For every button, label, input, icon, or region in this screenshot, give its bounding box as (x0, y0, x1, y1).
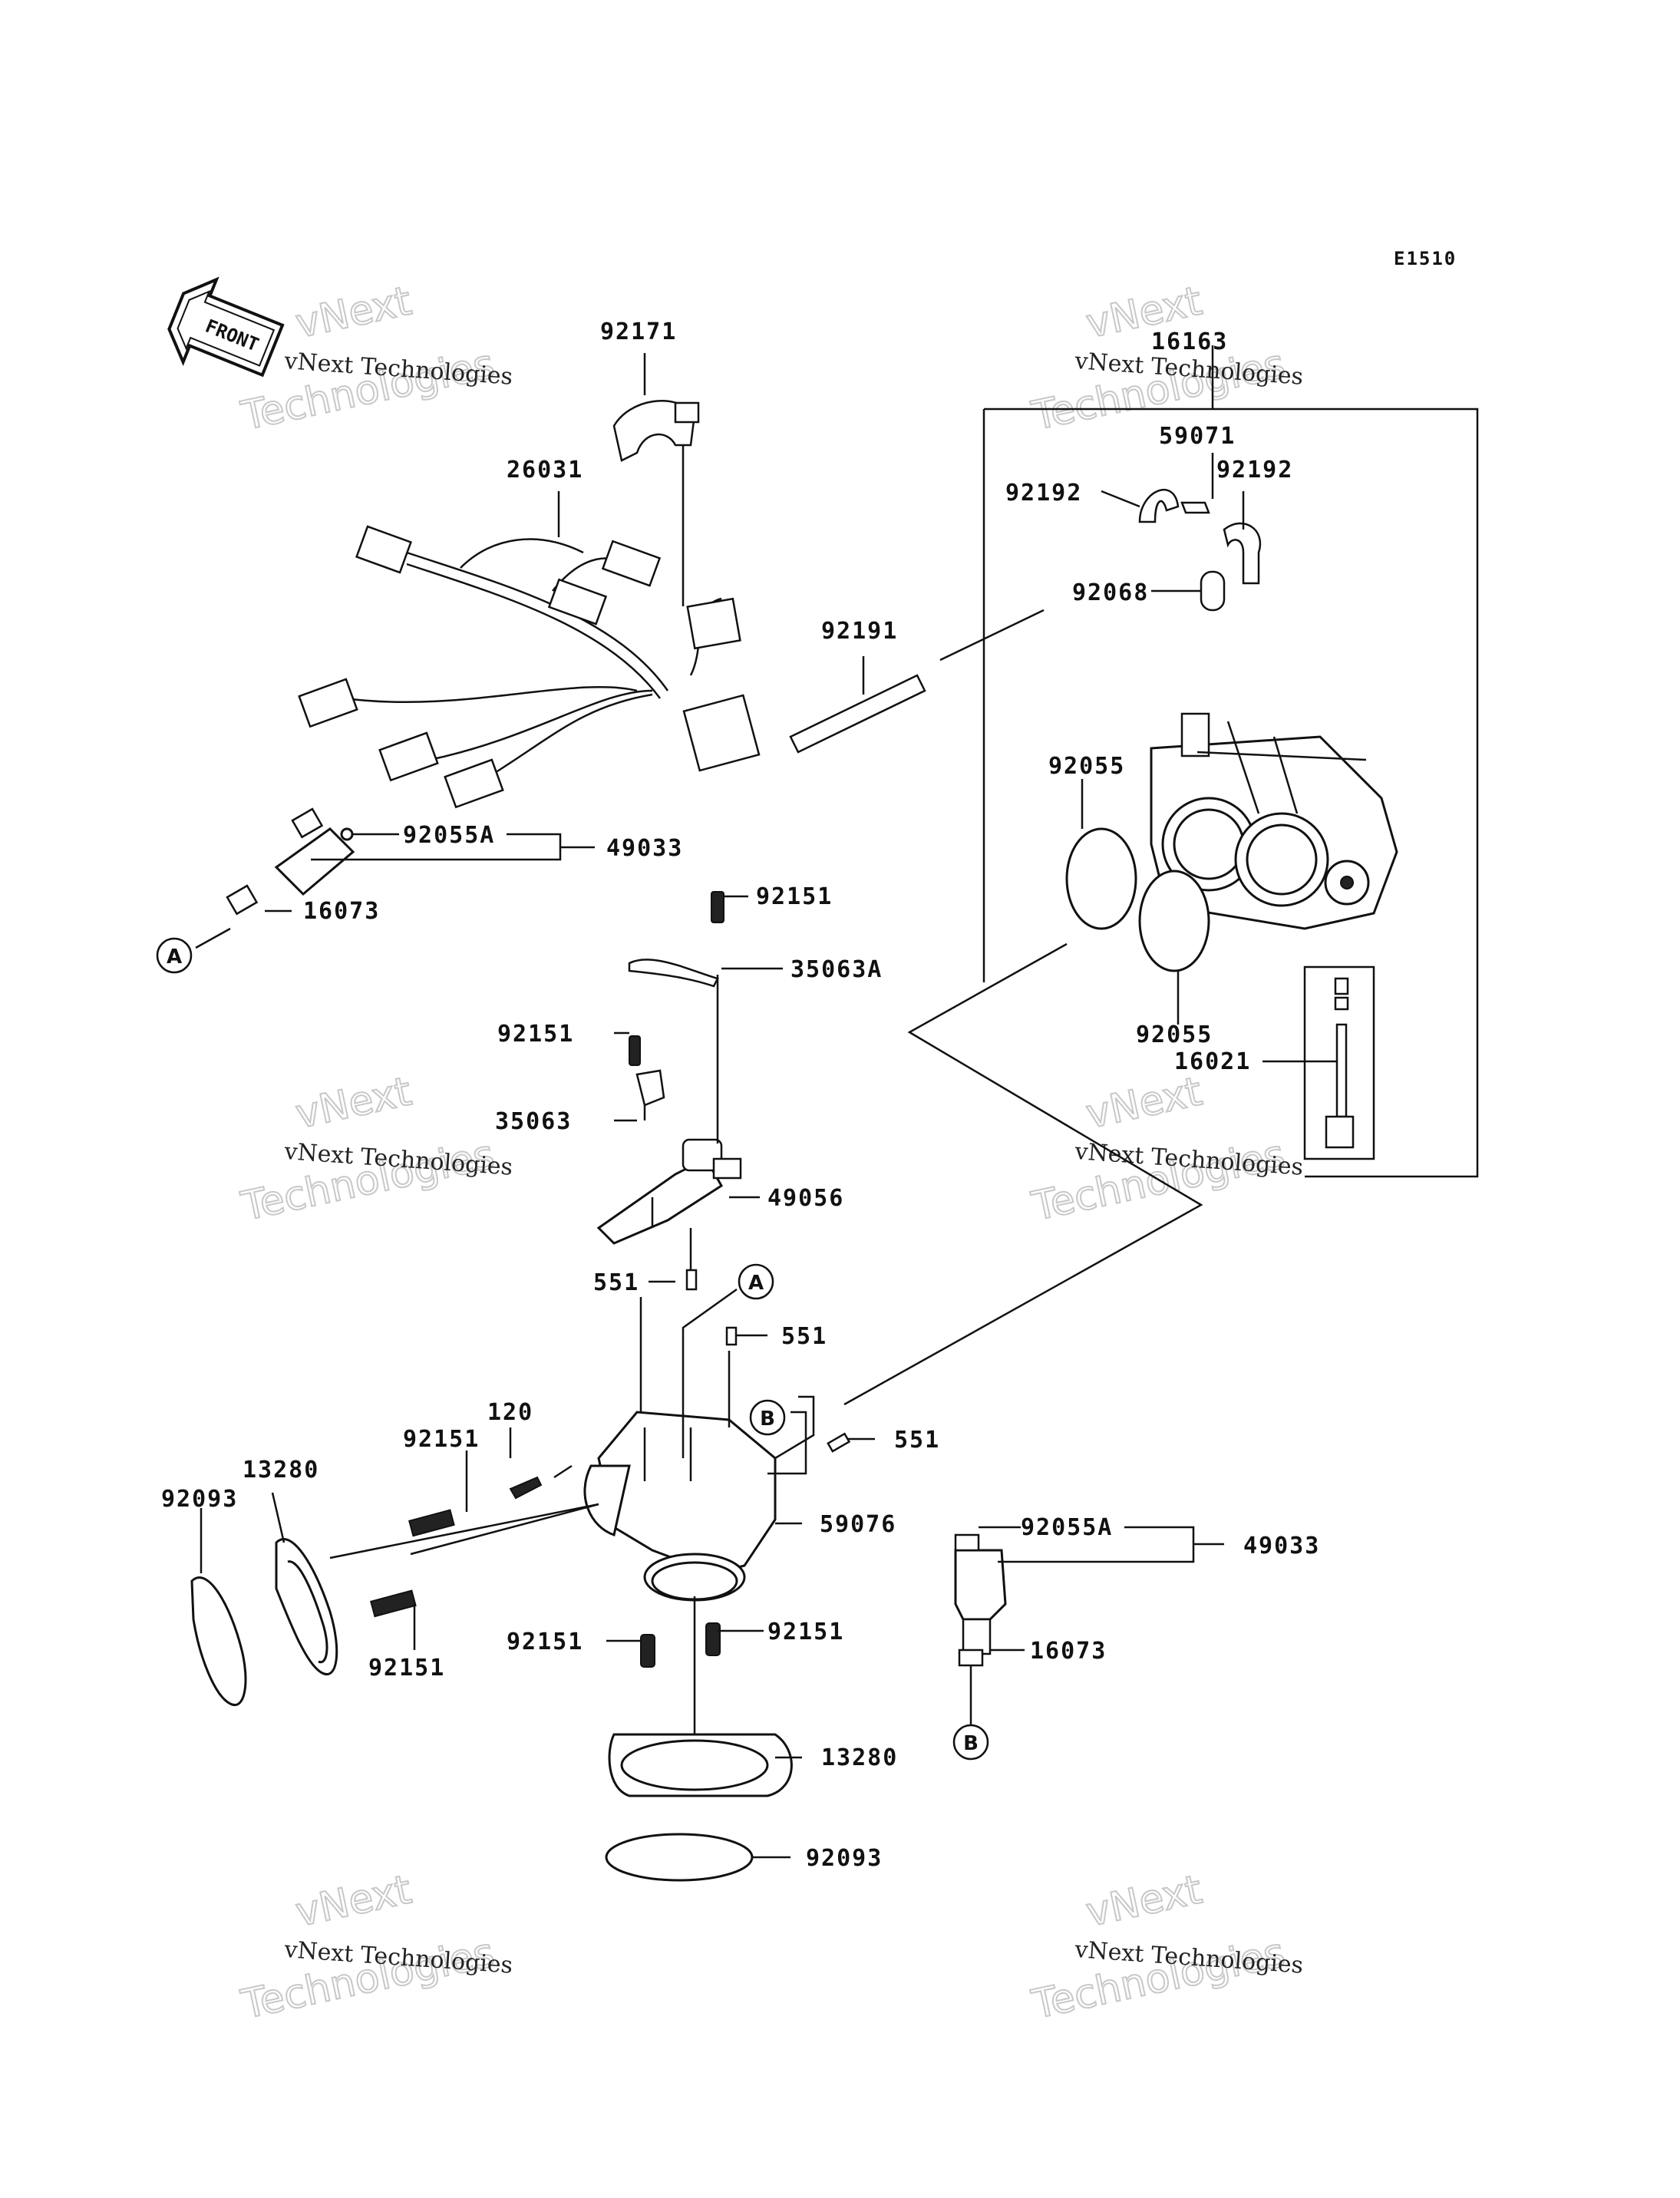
sensor-assembly (596, 891, 742, 1245)
label-551-c: 551 (894, 1427, 940, 1454)
label-49033-top: 49033 (606, 835, 683, 862)
clamp-92171 (612, 399, 700, 462)
label-49056: 49056 (767, 1185, 844, 1212)
ref-circle-b-mid: B (749, 1399, 786, 1436)
svg-text:vNext: vNext (1082, 1866, 1206, 1936)
gasket-92093-bottom (605, 1833, 754, 1882)
throttle-body (1150, 712, 1398, 930)
svg-text:vNext: vNext (292, 278, 415, 347)
label-92151-b: 92151 (497, 1021, 574, 1048)
label-92151-d: 92151 (507, 1629, 583, 1655)
watermark-mid-left: vNext Technologies vNext Technologies (236, 1068, 513, 1230)
label-59071: 59071 (1159, 423, 1236, 450)
label-92192-right: 92192 (1216, 457, 1293, 483)
label-35063A: 35063A (790, 956, 883, 983)
flange-13280-bottom (608, 1733, 793, 1797)
svg-text:A: A (748, 1272, 764, 1295)
bolt-92151-g (370, 1589, 417, 1618)
label-35063: 35063 (495, 1108, 572, 1135)
label-92191: 92191 (821, 618, 898, 645)
pin-551-c (827, 1432, 851, 1453)
label-551-b: 551 (781, 1323, 827, 1350)
bolt-92151-c (408, 1509, 455, 1537)
label-92055-top: 92055 (1048, 753, 1125, 780)
leader-92191-box (939, 609, 1045, 662)
screw-16021 (1303, 965, 1375, 1160)
svg-text:vNext: vNext (292, 1866, 415, 1936)
hoses-92192 (1138, 489, 1262, 612)
svg-text:B: B (963, 1732, 979, 1755)
ref-circle-a-left: A (156, 937, 193, 974)
label-92055A-bottom: 92055A (1021, 1514, 1113, 1541)
label-92151-g: 92151 (368, 1655, 445, 1682)
leader-lines (195, 353, 1337, 1859)
watermark-bottom-left: vNext Technologies vNext Technologies (236, 1866, 513, 2028)
label-16163: 16163 (1151, 328, 1228, 355)
svg-text:vNext: vNext (1082, 1068, 1206, 1137)
svg-text:B: B (760, 1408, 775, 1431)
label-13280-left: 13280 (243, 1457, 319, 1483)
svg-text:A: A (167, 946, 182, 969)
watermark-top-right: vNext Technologies vNext Technologies (1027, 277, 1304, 440)
hose-92191 (789, 674, 926, 754)
injector-bottom (954, 1533, 1007, 1667)
gasket-92093-left (190, 1576, 247, 1707)
label-16073-bottom: 16073 (1030, 1638, 1107, 1665)
ref-circle-a-mid: A (738, 1263, 774, 1300)
label-92151-a: 92151 (756, 883, 833, 910)
bolt-120 (509, 1476, 543, 1500)
label-59076: 59076 (820, 1511, 896, 1538)
bolt-92151-e (705, 1622, 721, 1656)
watermark-mid-right: vNext Technologies vNext Technologies (1027, 1068, 1304, 1230)
label-92093-left: 92093 (161, 1486, 238, 1513)
o-ring-92055-bottom (1138, 870, 1210, 972)
label-92151-e: 92151 (767, 1619, 844, 1645)
label-26031: 26031 (507, 457, 583, 483)
label-16073-top: 16073 (303, 898, 380, 925)
leader-box-throttle (843, 942, 1203, 1406)
ref-circle-b-right: B (952, 1724, 989, 1761)
label-92068: 92068 (1072, 579, 1149, 606)
label-92055-bottom: 92055 (1136, 1021, 1213, 1048)
flange-13280-left (275, 1538, 338, 1675)
diagram-code: E1510 (1394, 248, 1457, 269)
label-92192-left: 92192 (1005, 480, 1082, 507)
part-labels: 92171 16163 26031 59071 92192 92192 9206… (161, 318, 1320, 1872)
label-16021: 16021 (1174, 1048, 1251, 1075)
label-92171: 92171 (600, 318, 677, 345)
front-arrow-icon: FRONT (167, 276, 285, 378)
label-13280-bottom: 13280 (821, 1744, 898, 1771)
label-551-a: 551 (593, 1269, 639, 1296)
pin-551-a (685, 1269, 698, 1291)
label-92151-c: 92151 (403, 1426, 480, 1453)
label-92055A-top: 92055A (403, 822, 495, 849)
throttle-body-59076 (583, 1411, 777, 1602)
throttle-assy-box (982, 345, 1479, 1178)
wire-harness (298, 525, 761, 809)
injector-top (226, 807, 355, 916)
watermark-top-left: vNext Technologies vNext Technologies (236, 277, 513, 440)
label-92093-bottom: 92093 (806, 1845, 883, 1872)
pin-551-b (725, 1326, 738, 1346)
svg-text:vNext: vNext (292, 1068, 415, 1137)
bolt-92151-d (640, 1634, 655, 1668)
watermark-bottom-right: vNext Technologies vNext Technologies (1027, 1866, 1304, 2028)
label-49033-bottom: 49033 (1243, 1533, 1320, 1559)
o-ring-92055-top (1065, 827, 1137, 930)
label-120: 120 (487, 1399, 533, 1426)
